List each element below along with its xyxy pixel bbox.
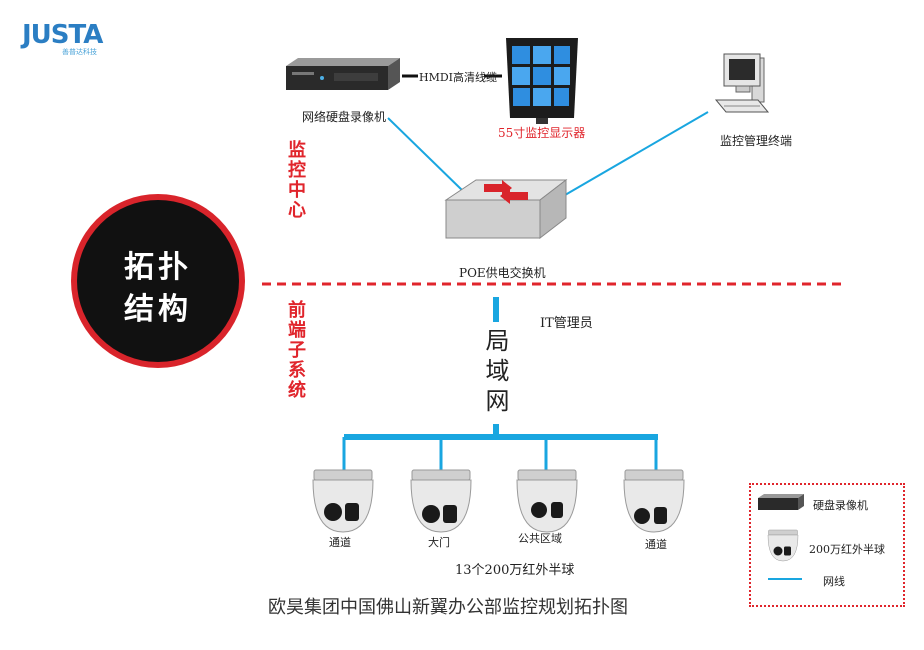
- legend-nvr-icon: [758, 494, 804, 510]
- zone-label-front-end: 前端子系统: [285, 300, 306, 400]
- logo-subtitle: 善普达科技: [62, 48, 97, 56]
- legend-nvr-label: 硬盘录像机: [813, 499, 868, 512]
- badge-line-2: 结构: [124, 292, 192, 327]
- it-admin-label: IT管理员: [540, 316, 593, 331]
- video-wall-icon: [506, 38, 578, 124]
- camera-icon-4: [623, 469, 685, 533]
- cable-switch-terminal: [552, 111, 709, 203]
- camera-label-1: 通道: [329, 536, 351, 549]
- company-logo: JUSTA 善普达科技: [22, 20, 103, 56]
- diagram-title: 欧昊集团中国佛山新翼办公部监控规划拓扑图: [268, 597, 628, 618]
- legend-camera-label: 200万红外半球: [809, 543, 885, 556]
- pc-terminal-icon: [714, 53, 770, 113]
- poe-switch-icon: [444, 178, 568, 240]
- hdmi-label: HMDI高清线缆: [419, 71, 498, 84]
- camera-label-2: 大门: [428, 536, 450, 549]
- camera-summary: 13个200万红外半球: [455, 563, 575, 578]
- topology-badge: 拓扑 结构: [77, 200, 239, 362]
- terminal-label: 监控管理终端: [720, 134, 793, 148]
- legend-camera-icon: [767, 529, 799, 562]
- legend-line-label: 网线: [823, 575, 845, 588]
- camera-icon-2: [410, 469, 472, 533]
- lan-label: 局域网: [478, 322, 513, 424]
- zone-label-monitoring-center: 监控中心: [285, 140, 306, 220]
- nvr-icon: [286, 58, 400, 90]
- nvr-label: 网络硬盘录像机: [302, 110, 387, 124]
- camera-label-3: 公共区域: [518, 532, 562, 545]
- monitor-label: 55寸监控显示器: [498, 126, 586, 140]
- logo-brand: JUSTA: [22, 20, 103, 50]
- camera-icon-1: [312, 469, 374, 533]
- switch-label: POE供电交换机: [459, 266, 546, 280]
- camera-icon-3: [516, 469, 578, 533]
- cable-nvr-switch: [387, 117, 465, 193]
- legend-box: 硬盘录像机 200万红外半球 网线: [749, 483, 905, 607]
- camera-label-4: 通道: [645, 538, 667, 551]
- badge-line-1: 拓扑: [124, 250, 192, 285]
